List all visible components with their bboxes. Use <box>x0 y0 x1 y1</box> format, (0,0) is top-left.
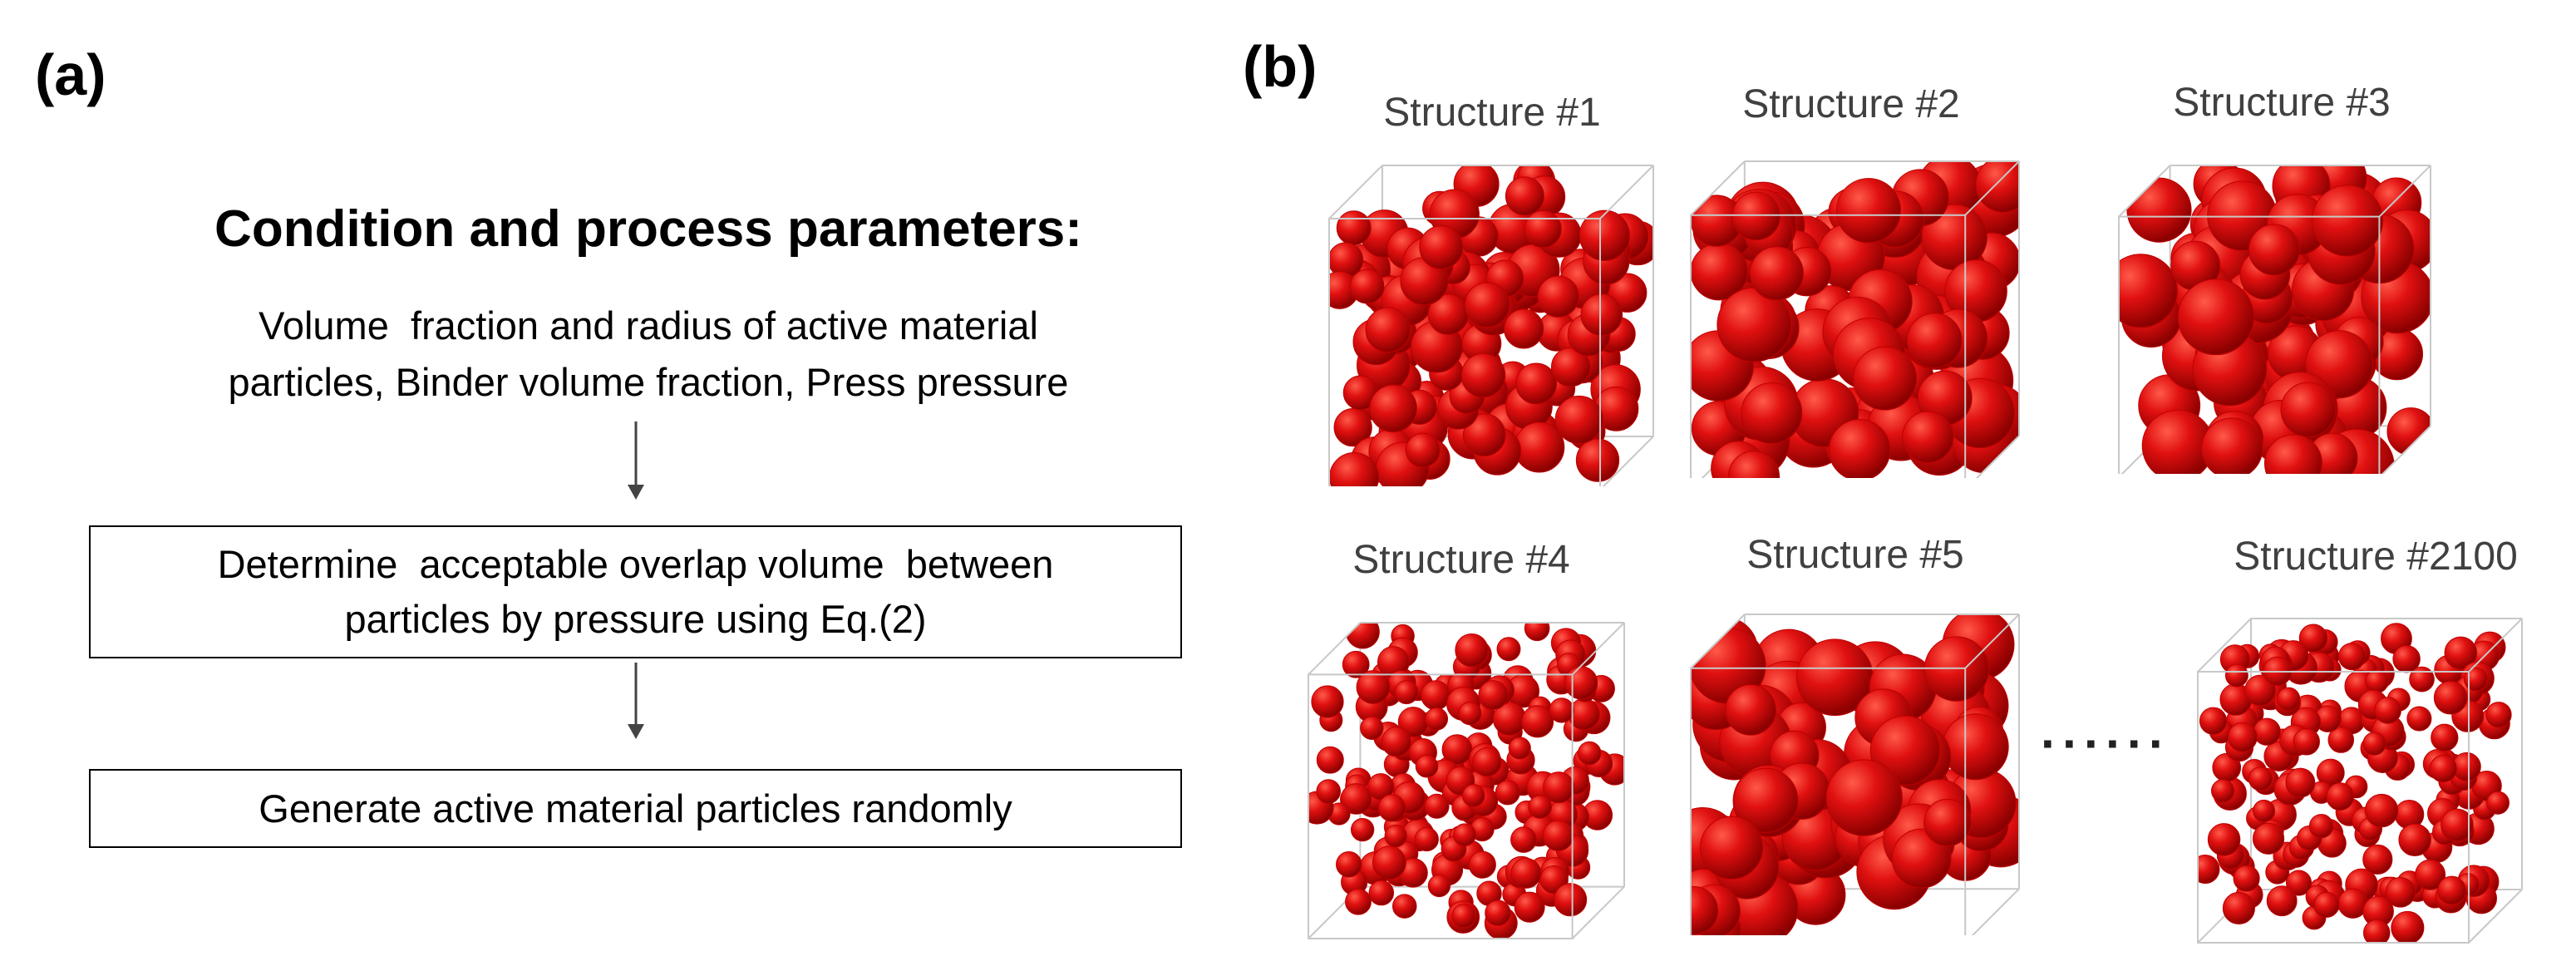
structure-cube-5 <box>1690 614 2020 935</box>
structure-label-1: Structure #1 <box>1383 91 1601 135</box>
arrow-down-icon <box>628 421 644 500</box>
parameters-text: Volume fraction and radius of active mat… <box>50 298 1247 411</box>
panel-b-label: (b) <box>1243 34 1318 99</box>
structure-label-4: Structure #4 <box>1352 538 1570 582</box>
structure-cube-2 <box>1690 160 2020 478</box>
structure-cube-4 <box>1308 622 1625 939</box>
panel-a-label: (a) <box>35 42 106 107</box>
parameters-line-2: particles, Binder volume fraction, Press… <box>228 360 1069 404</box>
overlap-step-line-1: Determine acceptable overlap volume betw… <box>217 542 1054 586</box>
structure-cube-3 <box>2118 165 2431 474</box>
arrow-down-icon <box>628 663 644 739</box>
structure-cube-1 <box>1328 165 1654 486</box>
structure-label-2100: Structure #2100 <box>2234 535 2518 579</box>
generate-step-text: Generate active material particles rando… <box>259 786 1012 831</box>
parameters-line-1: Volume fraction and radius of active mat… <box>259 303 1038 347</box>
structure-cube-2100 <box>2197 618 2523 944</box>
overlap-step-line-2: particles by pressure using Eq.(2) <box>344 597 927 641</box>
overlap-volume-step-box: Determine acceptable overlap volume betw… <box>89 525 1182 658</box>
conditions-heading: Condition and process parameters: <box>214 200 1082 258</box>
structure-label-3: Structure #3 <box>2173 81 2391 125</box>
structure-label-5: Structure #5 <box>1746 533 1964 577</box>
structure-label-2: Structure #2 <box>1742 82 1960 126</box>
ellipsis: ······ <box>2041 716 2170 771</box>
generate-particles-step-box: Generate active material particles rando… <box>89 769 1182 848</box>
